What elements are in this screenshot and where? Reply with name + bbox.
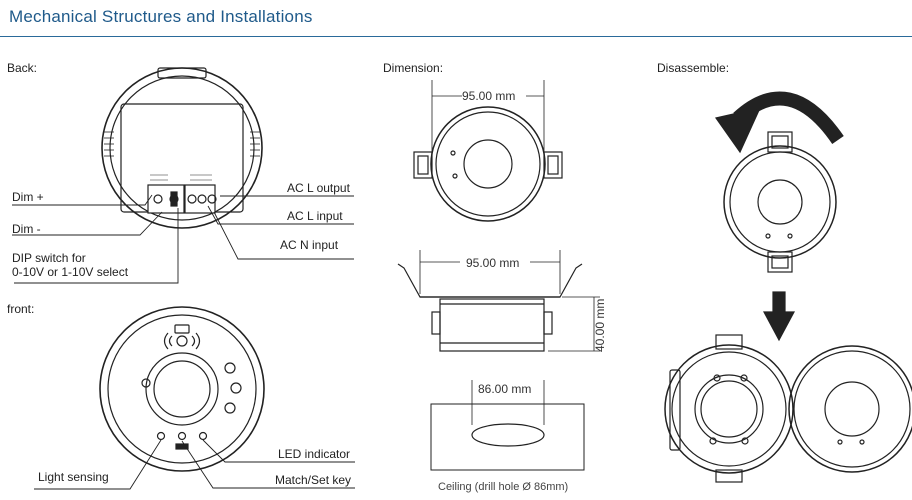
height-dimension: 40.00 mm xyxy=(593,299,607,352)
ac-l-output-label: AC L output xyxy=(287,181,350,195)
ac-n-input-label: AC N input xyxy=(280,238,339,252)
disassemble-section-label: Disassemble: xyxy=(657,61,730,75)
dim-plus-label: Dim + xyxy=(12,190,44,204)
dimension-top-drawing xyxy=(413,80,563,222)
hole-dimension: 86.00 mm xyxy=(478,382,531,396)
dimension-section-label: Dimension: xyxy=(383,61,444,75)
disassemble-parts-step xyxy=(664,334,912,483)
match-set-key-label: Match/Set key xyxy=(275,473,352,487)
ceiling-caption: Ceiling (drill hole Ø 86mm) xyxy=(438,481,569,493)
side-width-dimension: 95.00 mm xyxy=(466,256,519,270)
dip-switch-label-line1: DIP switch for xyxy=(12,251,86,265)
top-width-dimension: 95.00 mm xyxy=(462,89,515,103)
front-view-drawing xyxy=(34,306,355,490)
dim-minus-label: Dim - xyxy=(12,222,41,236)
title-divider xyxy=(0,36,912,37)
ceiling-drawing xyxy=(430,380,585,471)
ac-l-input-label: AC L input xyxy=(287,209,343,223)
light-sensing-label: Light sensing xyxy=(38,470,109,484)
disassemble-rotate-step xyxy=(714,91,844,342)
led-indicator-label: LED indicator xyxy=(278,447,351,461)
dimension-side-drawing xyxy=(397,250,600,352)
back-view-drawing xyxy=(12,67,354,284)
page-title: Mechanical Structures and Installations xyxy=(9,7,313,26)
front-section-label: front: xyxy=(7,302,35,316)
back-section-label: Back: xyxy=(7,61,38,75)
dip-switch-label-line2: 0-10V or 1-10V select xyxy=(12,265,129,279)
